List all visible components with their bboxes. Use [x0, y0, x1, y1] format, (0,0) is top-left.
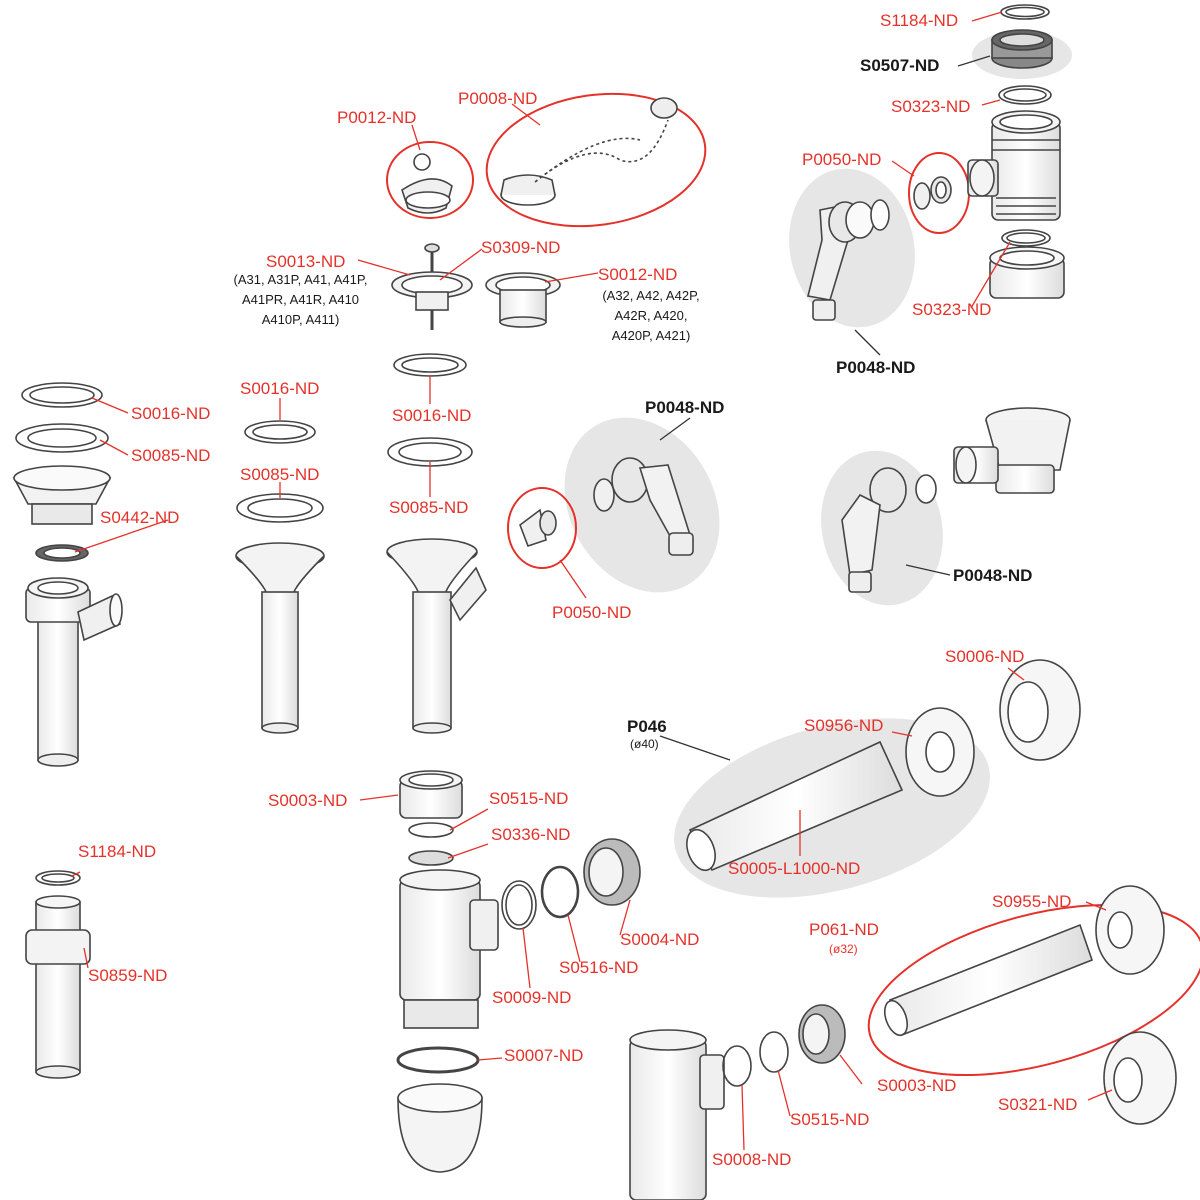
label-s0003-bottom: S0003-ND	[877, 1076, 957, 1095]
label-p0050-top: P0050-ND	[802, 150, 882, 169]
label-s0515-top: S0515-ND	[489, 789, 569, 808]
label-s0336: S0336-ND	[491, 825, 571, 844]
label-s0323-bottom: S0323-ND	[912, 300, 992, 319]
label-p046-sub: (ø40)	[630, 737, 659, 751]
label-s0956: S0956-ND	[804, 716, 884, 735]
label-s0507: S0507-ND	[860, 56, 940, 75]
note-s0013-3: A410P, A411)	[261, 312, 340, 327]
label-s0003-top: S0003-ND	[268, 791, 348, 810]
label-s0009: S0009-ND	[492, 988, 572, 1007]
label-s0012: S0012-ND	[598, 265, 678, 284]
label-p061-sub: (ø32)	[829, 942, 858, 956]
label-s0016-c: S0016-ND	[392, 406, 472, 425]
label-s0016-mid: S0016-ND	[240, 379, 320, 398]
label-s0085-mid: S0085-ND	[240, 465, 320, 484]
label-p0048-top: P0048-ND	[836, 358, 916, 377]
label-s0013: S0013-ND	[266, 252, 346, 271]
label-s0515-bottom: S0515-ND	[790, 1110, 870, 1129]
label-p0048-mid: P0048-ND	[645, 398, 725, 417]
label-s0004: S0004-ND	[620, 930, 700, 949]
leader-lines	[71, 11, 1113, 1151]
group-highlight-p0048-mid	[564, 417, 720, 593]
label-s0442: S0442-ND	[100, 508, 180, 527]
label-s1184-top: S1184-ND	[880, 11, 959, 30]
label-s0005: S0005-L1000-ND	[728, 859, 861, 878]
label-s0085-c: S0085-ND	[389, 498, 469, 517]
label-s0321: S0321-ND	[998, 1095, 1078, 1114]
group-highlight-p0048-right	[821, 450, 943, 606]
label-s1184-left: S1184-ND	[78, 842, 157, 861]
label-s0955: S0955-ND	[992, 892, 1072, 911]
note-s0012-2: A42R, A420,	[614, 308, 688, 323]
label-s0085-left: S0085-ND	[131, 446, 211, 465]
label-p0050-mid: P0050-ND	[552, 603, 632, 622]
note-s0012-3: A420P, A421)	[611, 328, 691, 343]
note-s0012-1: (A32, A42, A42P,	[602, 288, 700, 303]
leader-lines-dark	[659, 55, 991, 761]
label-s0008: S0008-ND	[712, 1150, 792, 1169]
group-highlight-p0048-top	[789, 168, 915, 328]
label-s0859: S0859-ND	[88, 966, 168, 985]
label-p0012: P0012-ND	[337, 108, 417, 127]
label-p061: P061-ND	[809, 920, 879, 939]
label-s0323-top: S0323-ND	[891, 97, 971, 116]
label-p0008: P0008-ND	[458, 89, 538, 108]
parts-artwork	[12, 4, 1177, 1200]
group-outline-red	[386, 92, 1200, 1077]
label-p0048-right: P0048-ND	[953, 566, 1033, 585]
label-s0016-left: S0016-ND	[131, 404, 211, 423]
note-s0013-1: (A31, A31P, A41, A41P,	[233, 272, 368, 287]
label-s0516: S0516-ND	[559, 958, 639, 977]
note-s0013-2: A41PR, A41R, A410	[241, 292, 360, 307]
label-p046: P046	[627, 717, 667, 736]
label-s0309: S0309-ND	[481, 238, 561, 257]
label-s0007: S0007-ND	[504, 1046, 584, 1065]
label-s0006: S0006-ND	[945, 647, 1025, 666]
